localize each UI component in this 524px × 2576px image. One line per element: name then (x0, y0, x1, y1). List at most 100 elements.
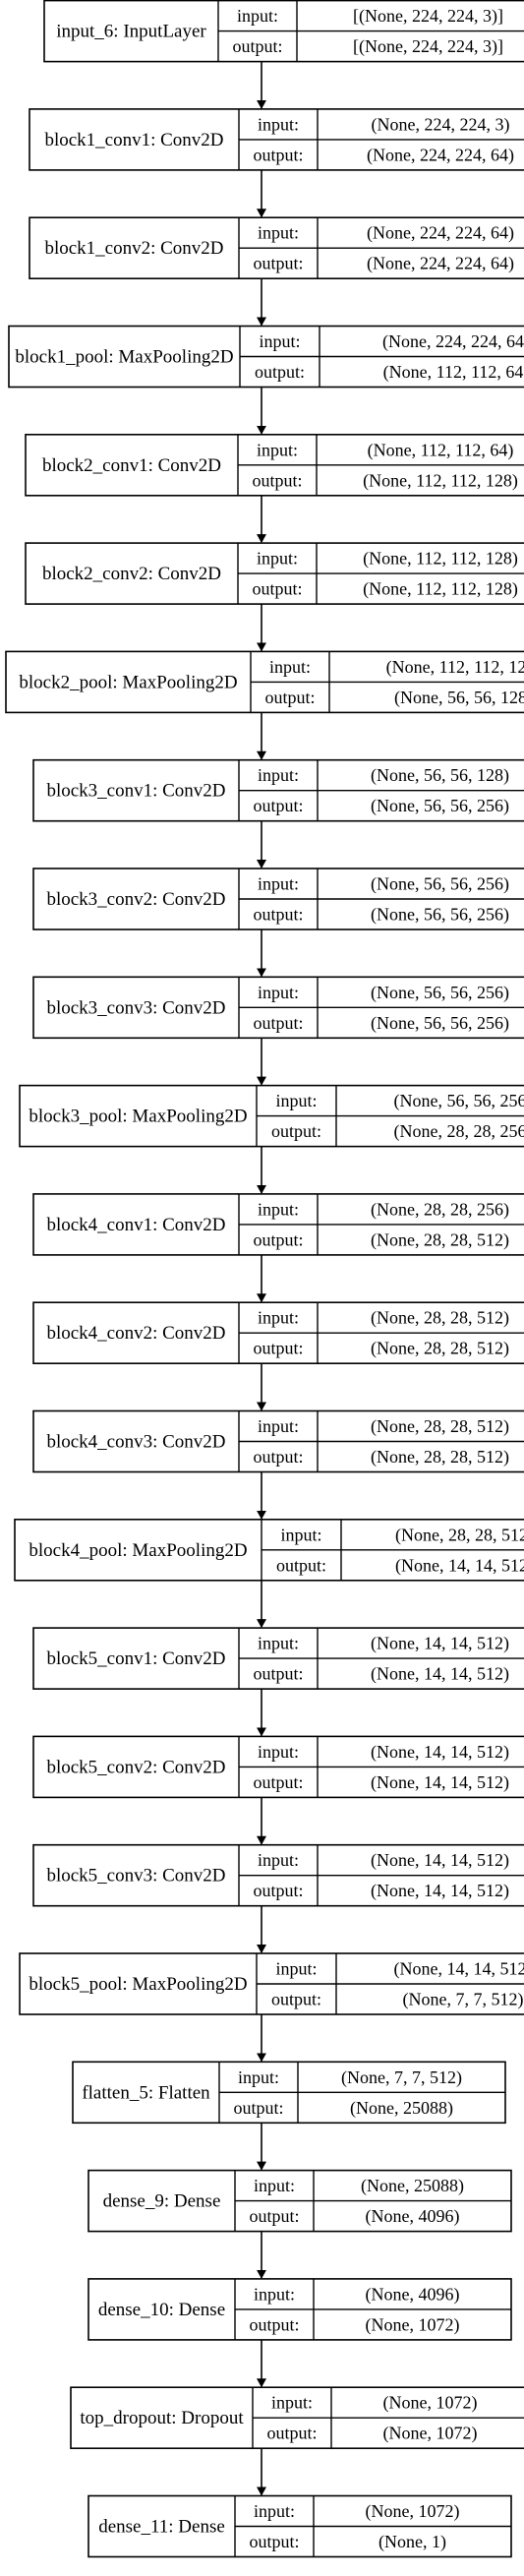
output-label: output: (252, 470, 302, 490)
input-label: input: (271, 2393, 313, 2413)
layer-nodes: input_6: InputLayerinput:output:[(None, … (5, 0, 524, 2558)
input-shape: (None, 4096) (366, 2284, 460, 2305)
layer-node: block2_conv2: Conv2D input: output: (None, … (25, 542, 524, 605)
layer-name: dense_10: Dense (98, 2300, 225, 2320)
input-shape: (None, 56, 56, 256) (371, 983, 509, 1003)
input-shape: (None, 14, 14, 512) (371, 1742, 509, 1763)
output-shape: (None, 56, 56, 256) (371, 1013, 509, 1034)
input-label: input: (258, 1634, 299, 1653)
output-shape: (None, 4096) (366, 2206, 460, 2227)
layer-name: block3_conv2: Conv2D (46, 889, 225, 910)
output-shape: (None, 1) (378, 2532, 446, 2552)
layer-name: dense_9: Dense (103, 2191, 221, 2212)
layer-name: block1_conv1: Conv2D (44, 130, 223, 150)
layer-node: top_dropout: Dropout input: output: (None, … (70, 2386, 524, 2449)
input-shape: (None, 25088) (361, 2176, 464, 2196)
input-shape: (None, 56, 56, 256) (394, 1091, 524, 1111)
input-shape: (None, 28, 28, 512) (371, 1416, 509, 1437)
input-shape: (None, 112, 112, 64) (368, 440, 514, 460)
output-shape: (None, 28, 28, 512) (371, 1339, 509, 1359)
input-shape: (None, 28, 28, 512) (371, 1308, 509, 1329)
output-shape: (None, 112, 112, 128) (363, 470, 518, 491)
output-label: output: (253, 1229, 303, 1249)
output-label: output: (232, 36, 282, 56)
input-shape: (None, 14, 14, 512) (394, 1959, 524, 1980)
input-shape: (None, 28, 28, 512) (395, 1525, 524, 1545)
output-label: output: (271, 1121, 321, 1141)
layer-node: block1_conv2: Conv2Dinput:output:(None, … (29, 216, 524, 279)
layer-name: dense_11: Dense (98, 2517, 225, 2538)
input-label: input: (254, 2176, 295, 2195)
input-label: input: (254, 2284, 295, 2304)
layer-node: block4_pool: MaxPooling2Dinput:output:(N… (14, 1519, 524, 1582)
layer-name: flatten_5: Flatten (82, 2082, 210, 2103)
output-label: output: (253, 1772, 303, 1792)
output-shape: (None, 14, 14, 512) (371, 1772, 509, 1793)
layer-name: block4_conv2: Conv2D (46, 1323, 225, 1344)
layer-name: block3_pool: MaxPooling2D (29, 1107, 247, 1127)
input-label: input: (258, 1742, 299, 1762)
layer-name: block2_pool: MaxPooling2D (19, 672, 237, 692)
layer-node: block5_pool: MaxPooling2Dinput:output:(N… (19, 1952, 524, 2015)
output-label: output: (276, 1555, 326, 1575)
layer-node: block2_pool: MaxPooling2Dinput:output:(N… (5, 650, 524, 714)
input-label: input: (258, 1416, 299, 1436)
output-shape: (None, 14, 14, 512) (371, 1664, 509, 1685)
layer-name: block3_conv1: Conv2D (46, 781, 225, 802)
layer-name: block2_conv1: Conv2D (42, 455, 221, 476)
input-shape: (None, 224, 224, 3) (372, 114, 510, 135)
input-shape: (None, 14, 14, 512) (371, 1850, 509, 1871)
input-label: input: (254, 2501, 295, 2521)
input-shape: (None, 112, 112, 128) (363, 549, 518, 569)
layer-name: block5_pool: MaxPooling2D (29, 1974, 247, 1995)
input-label: input: (257, 440, 298, 459)
layer-name: block5_conv1: Conv2D (46, 1648, 225, 1669)
layer-node: block3_conv3: Conv2Dinput:output:(None, … (32, 976, 524, 1040)
input-shape: (None, 56, 56, 128) (371, 765, 509, 786)
output-shape: (None, 1072) (383, 2424, 478, 2444)
input-label: input: (275, 1091, 317, 1110)
output-label: output: (252, 579, 302, 599)
output-label: output: (253, 905, 303, 925)
output-label: output: (253, 1881, 303, 1900)
output-label: output: (249, 2314, 299, 2334)
output-shape: (None, 7, 7, 512) (403, 1990, 524, 2010)
output-shape: (None, 56, 56, 128) (394, 688, 524, 708)
input-shape: [(None, 224, 224, 3)] (353, 6, 503, 27)
output-label: output: (249, 2532, 299, 2551)
output-label: output: (253, 796, 303, 815)
output-label: output: (253, 1447, 303, 1467)
layer-name: block2_conv2: Conv2D (42, 564, 221, 584)
layer-name: block4_conv1: Conv2D (46, 1215, 225, 1235)
output-shape: (None, 28, 28, 256) (394, 1121, 524, 1142)
output-label: output: (271, 1990, 321, 2009)
output-label: output: (266, 2424, 317, 2443)
output-label: output: (253, 254, 303, 273)
layer-node: block5_conv1: Conv2Dinput:output:(None, … (32, 1627, 524, 1690)
output-label: output: (253, 1013, 303, 1033)
layer-name: top_dropout: Dropout (80, 2408, 244, 2428)
layer-node: block3_conv1: Conv2Dinput:output:(None, … (32, 758, 524, 822)
layer-node: block5_conv3: Conv2Dinput:output:(None, … (32, 1843, 524, 1907)
output-label: output: (253, 1339, 303, 1358)
input-label: input: (257, 549, 298, 569)
input-label: input: (258, 114, 299, 134)
output-shape: (None, 28, 28, 512) (371, 1229, 509, 1250)
layer-node: block4_conv1: Conv2D input: output: (None, … (32, 1193, 524, 1256)
input-shape: (None, 14, 14, 512) (371, 1634, 509, 1654)
layer-name: block4_conv3: Conv2D (46, 1432, 225, 1453)
layer-node: block4_conv2: Conv2Dinput:output:(None, … (32, 1301, 524, 1364)
layer-name: block5_conv2: Conv2D (46, 1757, 225, 1777)
input-label: input: (238, 2067, 279, 2087)
layer-name: block3_conv3: Conv2D (46, 997, 225, 1018)
output-label: output: (255, 362, 305, 382)
layer-name: block5_conv3: Conv2D (46, 1866, 225, 1887)
input-shape: (None, 28, 28, 256) (371, 1199, 509, 1220)
output-shape: (None, 112, 112, 128) (363, 579, 518, 600)
layer-name: block1_pool: MaxPooling2D (15, 347, 233, 368)
input-label: input: (269, 657, 311, 677)
input-label: input: (258, 1199, 299, 1219)
